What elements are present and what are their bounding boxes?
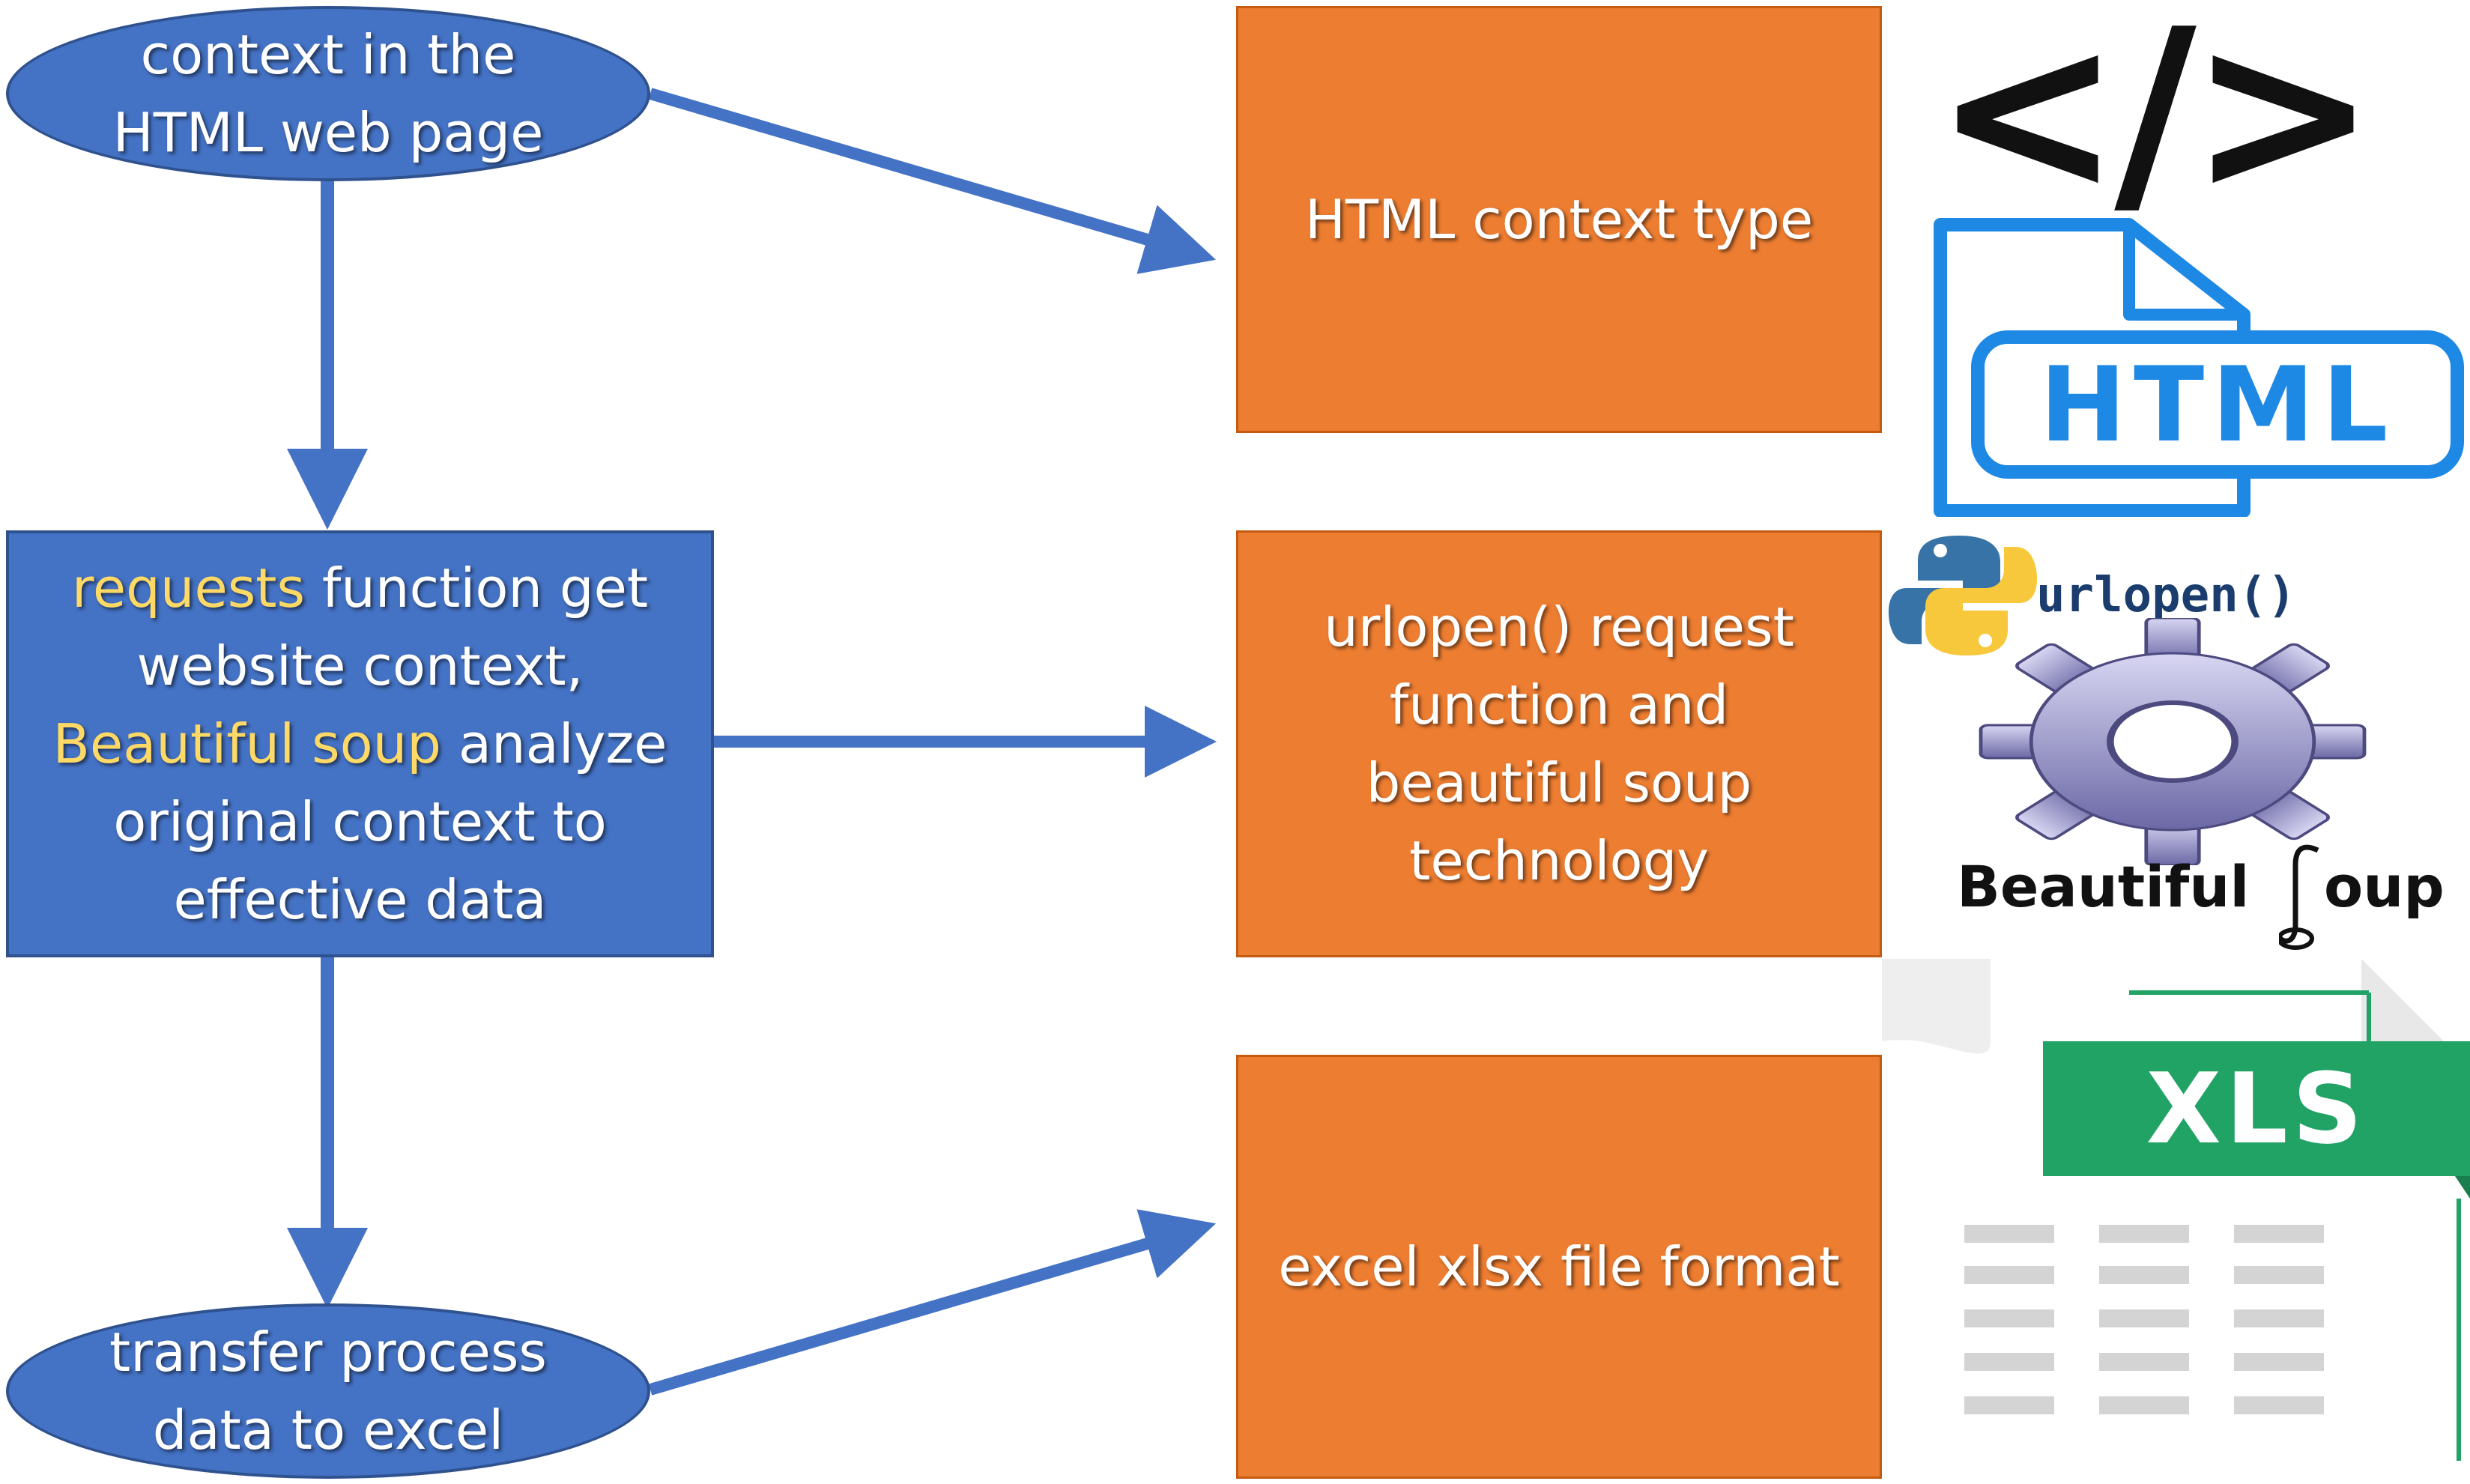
code-tag-glyph: </> (1933, 0, 2377, 243)
request-line-4: technology (1409, 829, 1709, 892)
beautifulsoup-right-text: oup (2324, 853, 2445, 920)
python-logo-icon (1888, 532, 2038, 659)
process-line-3-rest: analyze (441, 712, 668, 775)
soup-hook-icon (2279, 844, 2319, 950)
xls-file-icon: XLS (1882, 959, 2470, 1479)
urlopen-label: urlopen() (2036, 568, 2296, 623)
request-technology-box: urlopen() request function and beautiful… (1236, 530, 1882, 957)
html-context-box: HTML context type (1236, 6, 1882, 433)
process-line-4: original context to (113, 790, 607, 853)
start-node: context in the HTML web page (6, 6, 650, 181)
html-file-label: HTML (2039, 344, 2396, 465)
excel-format-label: excel xlsx file format (1278, 1235, 1840, 1298)
process-line-1-rest: function get (305, 557, 649, 620)
html-file-icon: HTML (1918, 217, 2470, 517)
code-tag-icon: </> (1882, 0, 2421, 225)
requests-highlight: requests (71, 557, 306, 620)
xls-label: XLS (2146, 1052, 2367, 1166)
excel-format-box: excel xlsx file format (1236, 1055, 1882, 1479)
end-node: transfer process data to excel (6, 1303, 650, 1479)
process-line-2: website context, (136, 635, 584, 697)
arrow-end-to-excel (648, 1209, 1217, 1396)
process-node: requests function get website context, B… (6, 530, 714, 957)
end-line-1: transfer process (109, 1321, 547, 1384)
html-context-label: HTML context type (1304, 188, 1814, 251)
start-line-1: context in the (140, 23, 516, 86)
gear-icon (1978, 617, 2367, 867)
start-line-2: HTML web page (112, 101, 544, 164)
request-line-1: urlopen() request (1324, 596, 1794, 658)
process-line-1: requests function get (53, 549, 668, 627)
process-line-5: effective data (173, 868, 547, 931)
beautiful-soup-highlight: Beautiful soup (52, 712, 441, 775)
beautifulsoup-left-text: Beautiful (1957, 853, 2250, 920)
process-line-3: Beautiful soup analyze (53, 705, 668, 783)
beautifulsoup-logo: Beautiful oup (1957, 843, 2470, 955)
request-line-3: beautiful soup (1366, 751, 1752, 814)
arrow-start-to-html (648, 88, 1217, 274)
request-line-2: function and (1389, 673, 1729, 736)
end-line-2: data to excel (152, 1399, 504, 1462)
